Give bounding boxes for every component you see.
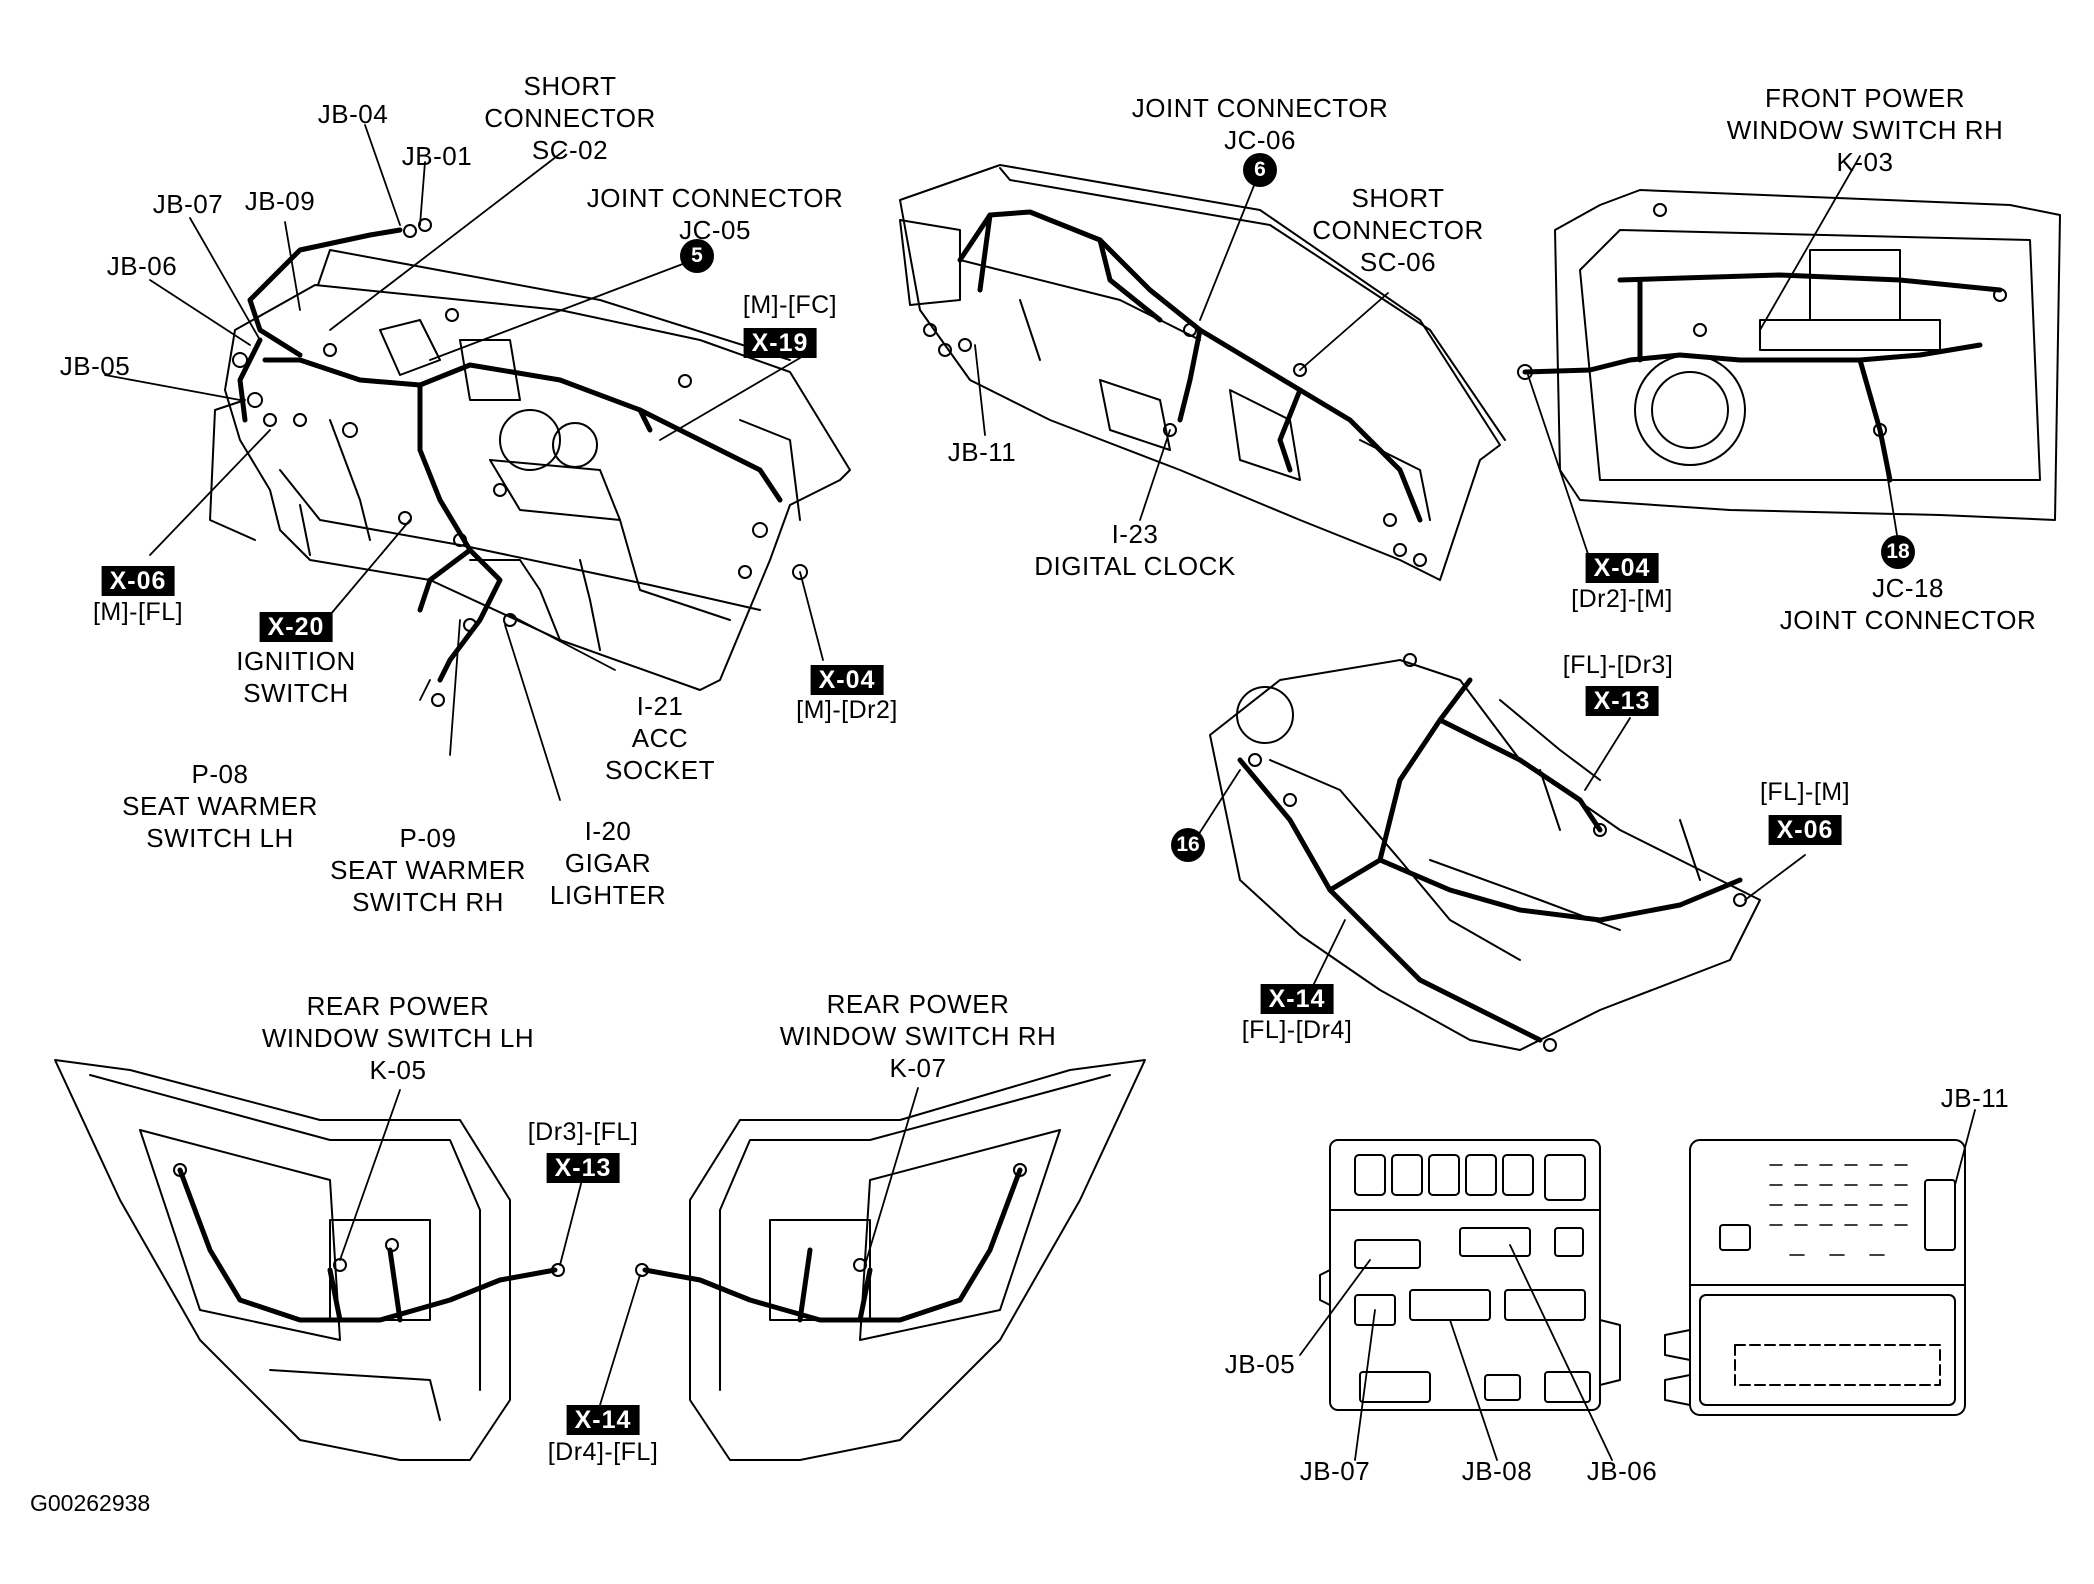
front-door-connectors bbox=[1517, 203, 2007, 437]
figure-id: G00262938 bbox=[30, 1490, 151, 1516]
label-jb-01: JB-01 bbox=[401, 141, 473, 171]
instrument-panel-leaders bbox=[104, 124, 824, 801]
junction-box-rear-leaders bbox=[1954, 1109, 1976, 1186]
instrument-panel-drawing bbox=[209, 249, 851, 691]
connector-tag-x-04-door: X-04 bbox=[1585, 553, 1659, 583]
rear-door-rh-drawing bbox=[689, 1059, 1146, 1461]
label-jb-04: JB-04 bbox=[317, 99, 389, 129]
rear-door-lh-harness bbox=[177, 1167, 558, 1323]
connector-code-m-dr2: [M]-[Dr2] bbox=[796, 696, 898, 724]
connector-code-fl-m: [FL]-[M] bbox=[1759, 778, 1851, 806]
front-door-drawing bbox=[1554, 189, 2061, 521]
rear-door-lh-leaders bbox=[339, 1089, 583, 1266]
connector-code-dr3-fl: [Dr3]-[FL] bbox=[527, 1118, 639, 1146]
label-jb-05-box: JB-05 bbox=[1224, 1349, 1296, 1379]
connector-tag-x-14-rear: X-14 bbox=[566, 1405, 640, 1435]
callout-18: 18 bbox=[1881, 535, 1915, 569]
connector-tag-x-20: X-20 bbox=[259, 612, 333, 642]
floor-harness-leaders bbox=[1194, 717, 1806, 993]
rear-door-rh-connectors bbox=[635, 1163, 1027, 1277]
label-jb-11-dash: JB-11 bbox=[947, 437, 1017, 467]
junction-box-front-drawing bbox=[1319, 1139, 1621, 1411]
connector-tag-x-06: X-06 bbox=[101, 566, 175, 596]
dashboard-leaders bbox=[974, 182, 1389, 521]
connector-code-fl-dr4: [FL]-[Dr4] bbox=[1241, 1016, 1353, 1044]
connector-tag-x-06-floor: X-06 bbox=[1768, 815, 1842, 845]
connector-code-dr2-m: [Dr2]-[M] bbox=[1571, 585, 1673, 613]
callout-16: 16 bbox=[1171, 828, 1205, 862]
rear-door-rh-harness bbox=[642, 1167, 1023, 1323]
label-jb-08-box: JB-08 bbox=[1461, 1456, 1533, 1486]
label-jb-06-box: JB-06 bbox=[1586, 1456, 1658, 1486]
label-jb-05: JB-05 bbox=[59, 351, 131, 381]
connector-tag-x-04-panel: X-04 bbox=[810, 665, 884, 695]
junction-box-rear-grid bbox=[1769, 1164, 1908, 1256]
dashboard-harness bbox=[957, 209, 1423, 523]
label-jb-07-box: JB-07 bbox=[1299, 1456, 1371, 1486]
label-jb-11-box: JB-11 bbox=[1940, 1083, 2010, 1113]
dashboard-connectors bbox=[923, 323, 1427, 567]
label-jb-06: JB-06 bbox=[106, 251, 178, 281]
callout-5: 5 bbox=[680, 239, 714, 273]
front-door-leaders bbox=[1527, 155, 1898, 561]
connector-code-fl-dr3: [FL]-[Dr3] bbox=[1562, 651, 1674, 679]
connector-code-m-fc: [M]-[FC] bbox=[742, 291, 838, 319]
label-jb-07: JB-07 bbox=[152, 189, 224, 219]
junction-box-rear-drawing bbox=[1664, 1139, 1966, 1416]
connector-tag-x-13-rear: X-13 bbox=[546, 1153, 620, 1183]
connector-tag-x-13-floor: X-13 bbox=[1585, 686, 1659, 716]
connector-tag-x-14-floor: X-14 bbox=[1260, 984, 1334, 1014]
connector-tag-x-19: X-19 bbox=[743, 328, 817, 358]
callout-6: 6 bbox=[1243, 153, 1277, 187]
floor-harness-wires bbox=[1237, 677, 1743, 1043]
floor-harness-connectors bbox=[1248, 653, 1747, 1052]
instrument-panel-connectors bbox=[232, 218, 808, 707]
instrument-panel-harness bbox=[237, 227, 783, 683]
connector-code-dr4-fl: [Dr4]-[FL] bbox=[547, 1438, 659, 1466]
dashboard-drawing bbox=[899, 164, 1506, 581]
label-jb-09: JB-09 bbox=[244, 186, 316, 216]
junction-box-front-leaders bbox=[1299, 1244, 1613, 1461]
rear-door-lh-drawing bbox=[54, 1059, 511, 1461]
rear-door-rh-leaders bbox=[599, 1087, 919, 1406]
connector-code-m-fl: [M]-[FL] bbox=[92, 598, 184, 626]
